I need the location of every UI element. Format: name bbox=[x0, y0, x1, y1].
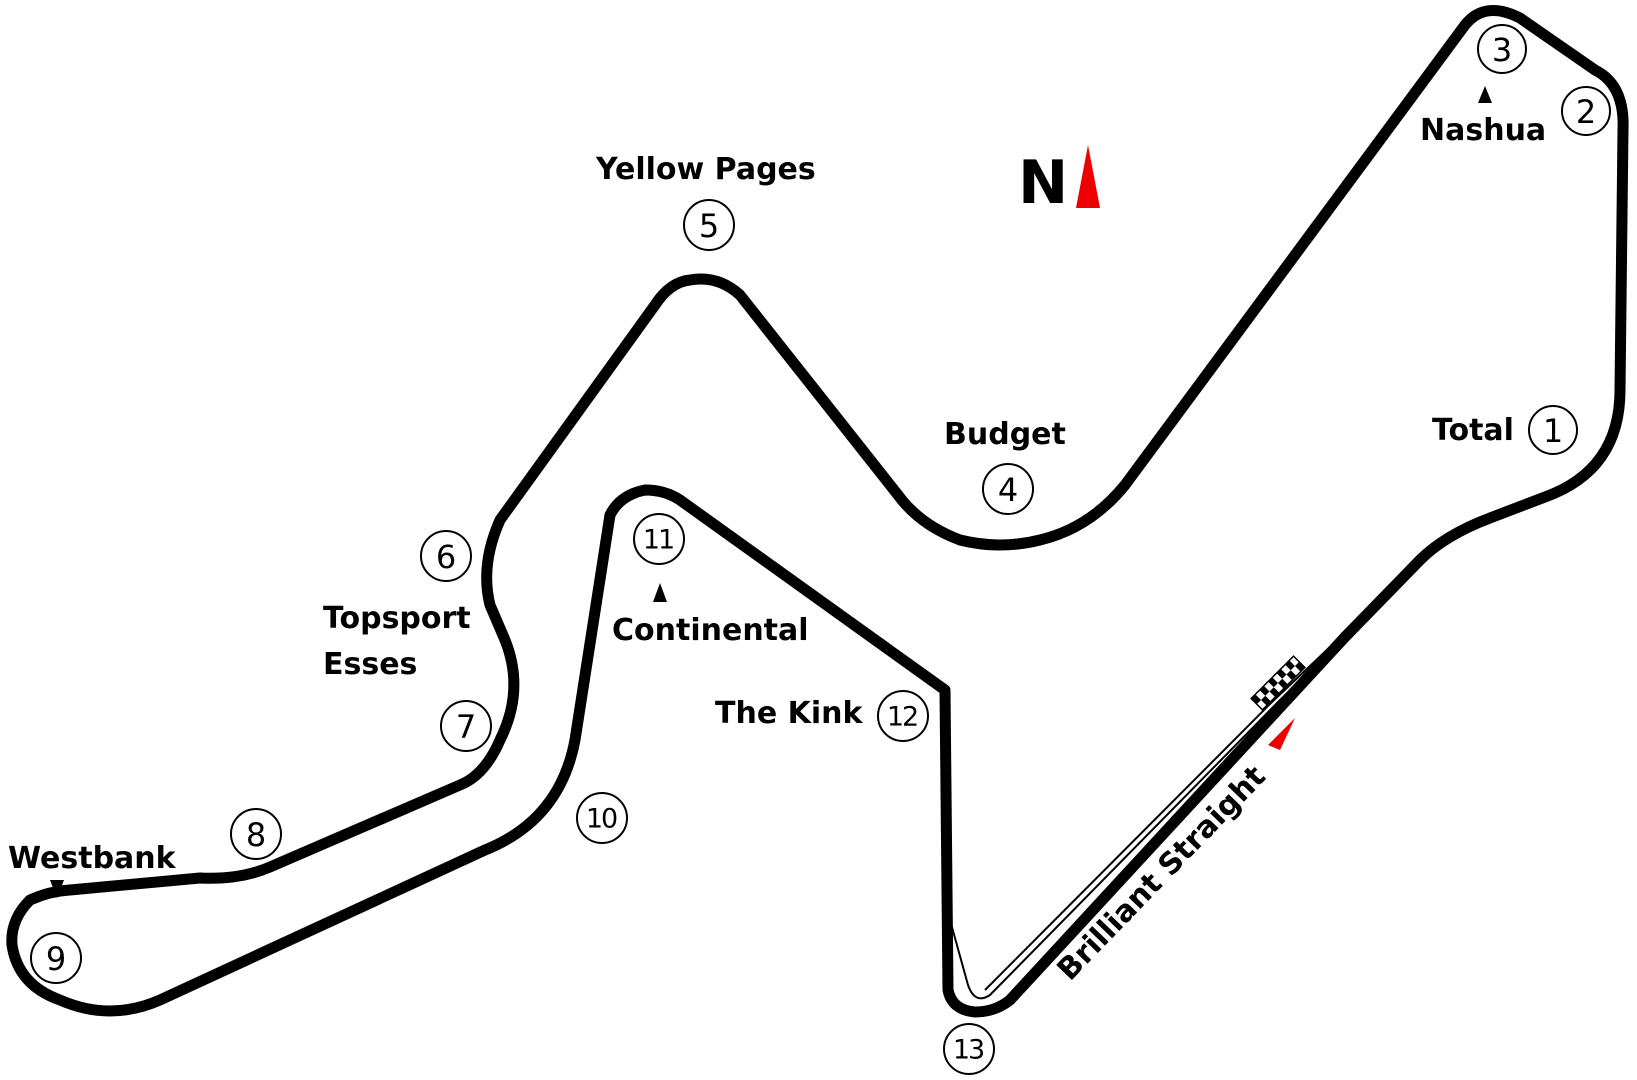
svg-text:5: 5 bbox=[699, 207, 719, 245]
label-westbank: Westbank bbox=[8, 841, 177, 876]
continental-marker-icon bbox=[653, 583, 667, 602]
svg-text:11: 11 bbox=[643, 525, 673, 556]
corner-4: 4 bbox=[982, 463, 1034, 515]
svg-text:13: 13 bbox=[953, 1035, 984, 1066]
corner-13: 13 bbox=[943, 1023, 995, 1075]
label-continental: Continental bbox=[612, 613, 809, 648]
svg-text:8: 8 bbox=[246, 816, 266, 854]
svg-text:3: 3 bbox=[1492, 31, 1512, 69]
label-esses: Esses bbox=[323, 647, 417, 682]
direction-arrow-icon bbox=[1268, 718, 1295, 750]
pit-lane bbox=[949, 641, 1341, 1000]
corner-2: 2 bbox=[1561, 86, 1611, 136]
north-label: N bbox=[1018, 148, 1068, 218]
north-arrow-icon bbox=[1076, 145, 1100, 208]
corner-11: 11 bbox=[633, 513, 685, 565]
label-total: Total bbox=[1432, 413, 1514, 448]
label-nashua: Nashua bbox=[1420, 113, 1546, 148]
label-budget: Budget bbox=[944, 417, 1066, 452]
svg-text:6: 6 bbox=[436, 538, 456, 576]
svg-text:10: 10 bbox=[586, 804, 617, 835]
svg-text:9: 9 bbox=[46, 940, 66, 978]
pit-lane-inner bbox=[984, 646, 1331, 991]
svg-text:7: 7 bbox=[456, 708, 476, 746]
corner-12: 12 bbox=[877, 690, 929, 742]
label-brilliant-straight: Brilliant Straight bbox=[1051, 759, 1273, 987]
corner-10: 10 bbox=[576, 792, 628, 844]
label-topsport: Topsport bbox=[323, 601, 471, 636]
svg-text:2: 2 bbox=[1576, 93, 1596, 131]
svg-text:4: 4 bbox=[998, 471, 1018, 509]
label-the-kink: The Kink bbox=[715, 696, 864, 731]
corner-9: 9 bbox=[30, 932, 82, 984]
nashua-marker-icon bbox=[1478, 86, 1492, 103]
checkered-flag-icon bbox=[1250, 655, 1306, 711]
corner-3: 3 bbox=[1477, 24, 1527, 74]
label-yellow-pages: Yellow Pages bbox=[595, 152, 816, 187]
corner-5: 5 bbox=[683, 199, 735, 251]
corner-7: 7 bbox=[440, 700, 492, 752]
track-outline bbox=[6, 4, 1629, 1018]
corner-8: 8 bbox=[230, 808, 282, 860]
svg-text:1: 1 bbox=[1543, 412, 1563, 450]
svg-text:12: 12 bbox=[887, 702, 917, 733]
corner-1: 1 bbox=[1528, 405, 1578, 455]
westbank-marker-icon bbox=[50, 880, 64, 898]
corner-6: 6 bbox=[420, 530, 472, 582]
